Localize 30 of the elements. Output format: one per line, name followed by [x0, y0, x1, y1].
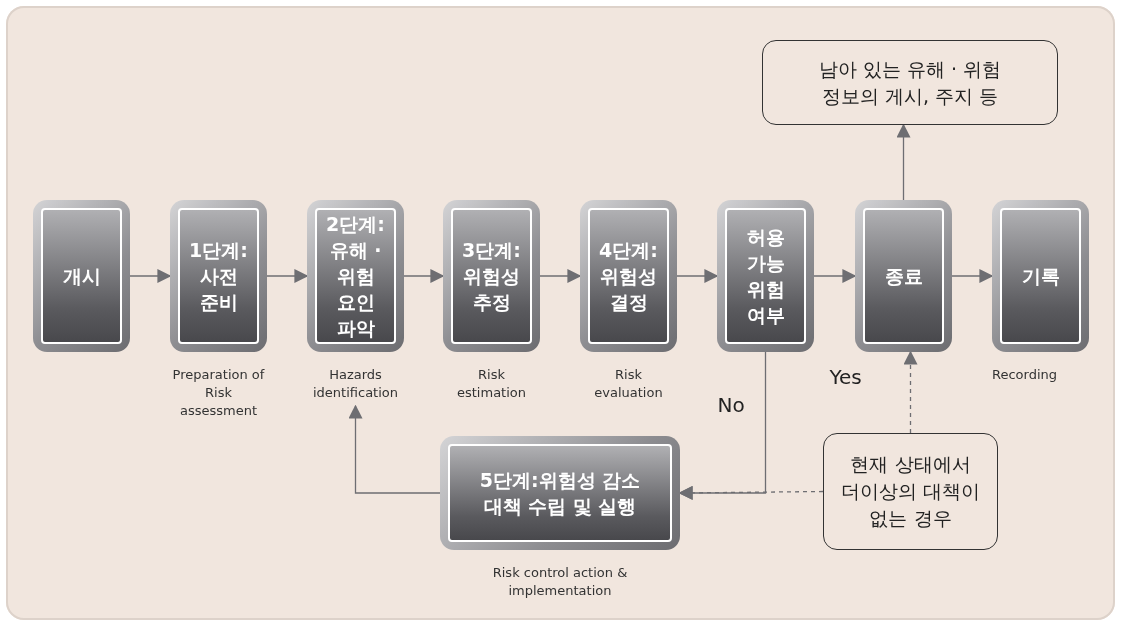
- process-box: 개시: [33, 200, 130, 352]
- process-box: 3단계: 위험성 추정: [443, 200, 540, 352]
- process-box: 1단계: 사전 준비: [170, 200, 267, 352]
- caption-text: Risk evaluation: [593, 366, 664, 402]
- process-box: 2단계: 유해 · 위험 요인 파악: [307, 200, 404, 352]
- arrow: [678, 351, 767, 500]
- caption-text: Risk estimation: [456, 366, 527, 402]
- arrow: [951, 269, 994, 283]
- edge-label: Yes: [829, 365, 862, 389]
- process-box: 허용 가능 위험 여부: [717, 200, 814, 352]
- arrow: [539, 269, 582, 283]
- arrow: [348, 404, 441, 494]
- process-box: 종료: [855, 200, 952, 352]
- process-box: 5단계:위험성 감소 대책 수립 및 실행: [440, 436, 680, 550]
- caption-text: Risk control action & implementation: [491, 564, 629, 600]
- arrow: [129, 269, 172, 283]
- arrow: [403, 269, 445, 283]
- arrow: [813, 269, 857, 283]
- dashed-arrow: [903, 350, 918, 434]
- process-box: 4단계: 위험성 결정: [580, 200, 677, 352]
- arrow: [896, 123, 911, 201]
- process-box: 기록: [992, 200, 1089, 352]
- caption-text: Hazards identification: [312, 366, 399, 402]
- arrow: [266, 269, 309, 283]
- arrow: [676, 269, 719, 283]
- note-box: 남아 있는 유해 · 위험 정보의 게시, 주지 등: [762, 40, 1058, 125]
- edge-label: No: [717, 393, 745, 417]
- caption-text: Recording: [992, 366, 1058, 384]
- note-box: 현재 상태에서 더이상의 대책이 없는 경우: [823, 433, 998, 550]
- caption-text: Preparation of Risk assessment: [171, 366, 266, 420]
